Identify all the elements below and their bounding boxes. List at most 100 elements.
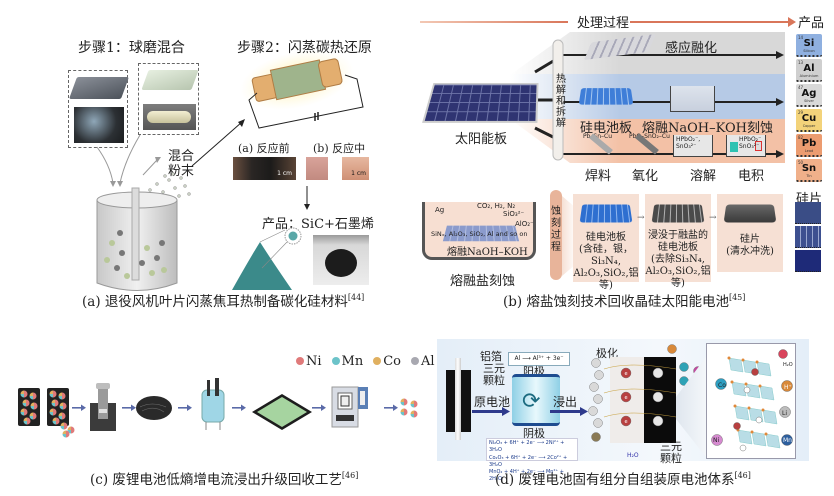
etch-char: 程 [551, 242, 561, 253]
reaction-line: Co₂O₃ + 6H⁺ + 2e⁻ ⟶ 2Co²⁺ + 3H₂O [489, 455, 568, 468]
pyrolysis-char: 解 [556, 85, 566, 96]
cathode-reactions-box: Ni₂O₃ + 6H⁺ + 2e⁻ ⟶ 2Ni²⁺ + 3H₂O Co₂O₃ +… [486, 438, 578, 482]
polarization-diagram: eee [588, 344, 715, 443]
caption-b: (b) 熔盐蚀刻技术回收晶硅太阳能电池[45] [503, 290, 745, 310]
molten-salt-bath: Ag CO₂, H₂, N₂ SiO₃²⁻ AlO₂⁻ SiNₓ, Al₂O₃,… [422, 202, 536, 260]
bottom-ternary-label-2: 颗粒 [660, 452, 682, 465]
caption-b-ref: [45] [728, 293, 746, 302]
ion-particle [711, 434, 723, 446]
element-name: Copper [802, 124, 816, 128]
octahedron [756, 361, 772, 377]
legend-label: Ni [306, 354, 322, 369]
legend-label: Mn [341, 354, 364, 369]
element-name: Silver [804, 99, 814, 103]
ternary-label-2: 颗粒 [483, 374, 505, 387]
legend-item-mn: Mn [331, 354, 364, 369]
arrow-to-leaching [550, 407, 588, 416]
electron-particle: e [620, 391, 632, 403]
etched-cell-image [651, 204, 705, 223]
anode-reaction: Al ⟶ Al³⁺ + 3e⁻ [514, 355, 564, 362]
step-immersed-line: Al₂O₃,SiO₂,铝等) [645, 266, 711, 289]
waste-blade-box [68, 70, 130, 148]
etch-char: 过 [551, 230, 561, 241]
pyrolysis-vertical-label: 热 解 和 拆 解 [556, 74, 566, 129]
ion-particle [781, 434, 793, 446]
before-reaction-photo: 1 cm [233, 157, 296, 180]
bath-alo2-label: AlO₂⁻ [515, 220, 534, 228]
leached-metal-ion [679, 362, 689, 372]
ball-mill-mixer [96, 187, 178, 291]
crystal-structure-inset: Co Ni Mn Li H⁺ H₂O [706, 343, 796, 459]
reaction-line: MnO₂ + 4H⁺ + 2e⁻ ⟶ Mn²⁺ + 2H₂O [489, 469, 564, 482]
flash-reactor-diagram [239, 50, 364, 129]
h-plus-ion [667, 344, 677, 354]
anode-reaction-box: Al ⟶ Al³⁺ + 3e⁻ [508, 352, 570, 366]
bath-gases-label: CO₂, H₂, N₂ [477, 202, 516, 210]
product-label: 产品：SiC+石墨烯 [262, 217, 374, 232]
leached-ion [588, 406, 598, 416]
electrowinning-bath-image: HPbO₂⁻ SnO₃²⁻ [726, 135, 766, 157]
ion-particle [733, 422, 741, 430]
ion-particle [743, 386, 751, 394]
octahedron [765, 433, 781, 449]
polarization-label: 极化 [596, 347, 618, 360]
scale-bar-label: 1 cm [277, 170, 292, 177]
tube-photo [143, 104, 196, 130]
process-arrow [312, 404, 326, 411]
bath-ag-label: Ag [435, 206, 445, 214]
electrowinning-label: 电积 [738, 169, 765, 184]
leaching-label: 浸出 [553, 395, 578, 409]
element-name: Lead [804, 149, 814, 153]
step-cell-line: (含硅，银，Si₃N₄, [579, 244, 633, 267]
leached-ion [589, 382, 599, 392]
ternary-label-1: 三元 [483, 362, 505, 375]
process-arrows-c [72, 404, 398, 411]
leaching-reactor [201, 378, 225, 430]
pyrolysis-char: 拆 [556, 107, 566, 118]
mn-ion-label: Mn [783, 437, 792, 444]
battery-cell-2 [47, 388, 69, 426]
etch-step-wafer: 硅片 (清水冲洗) [717, 194, 783, 272]
svg-text:e: e [624, 371, 627, 377]
dissolution-label: 溶解 [690, 169, 717, 184]
ion-particle [781, 380, 793, 392]
step-cell-line: 硅电池板 [586, 232, 626, 243]
process-header: 处理过程 [577, 16, 630, 31]
element-number: 29 [798, 110, 804, 115]
ion-particle [715, 378, 727, 390]
element-symbol: Cu [801, 113, 817, 124]
product-particles [400, 398, 418, 418]
process-arrow [232, 404, 246, 411]
leached-ion [594, 370, 604, 380]
cycle-arrows-icon: ⟳ [522, 389, 541, 414]
calcination-furnace [331, 386, 368, 428]
element-symbol: Si [803, 38, 815, 49]
h2o-label: H₂O [627, 452, 639, 459]
octahedron [731, 381, 747, 397]
legend-item-ni: Ni [296, 354, 322, 369]
bath-impurities-label: SiNₓ, Al₂O₃, SiO₂, Al and so on [431, 230, 528, 238]
legend-dot-icon [296, 357, 304, 365]
ternary-particle-electrode-left [446, 370, 457, 432]
arrow-to-battery [472, 407, 510, 416]
caption-d-text: (d) 废锂电池固有组分自组装原电池体系 [495, 472, 735, 488]
ion-particle [739, 444, 747, 452]
h-plus-label: H⁺ [784, 384, 792, 391]
molten-salt-etch-label: 熔融盐刻蚀 [450, 274, 516, 289]
hydraulic-press [90, 383, 116, 431]
down-arrow [304, 186, 310, 210]
etch-step-cell: 硅电池板 (含硅，银，Si₃N₄, Al₂O₃,SiO₂,铝等) [573, 194, 639, 291]
h2o-inset-label: H₂O [783, 362, 793, 368]
element-number: 50 [798, 160, 804, 165]
element-number: 47 [798, 85, 804, 90]
dissolve-ions: HPbO₂⁻, SnO₃²⁻ [676, 136, 701, 150]
oxide-formula: PbO–SnO₂–Cu [629, 133, 670, 140]
etch-char: 蚀 [551, 206, 561, 217]
wafer-tiles [795, 202, 821, 274]
etch-funnel [562, 196, 576, 276]
caption-a-text: (a) 退役风机叶片闪蒸焦耳热制备碳化硅材料 [82, 294, 348, 310]
